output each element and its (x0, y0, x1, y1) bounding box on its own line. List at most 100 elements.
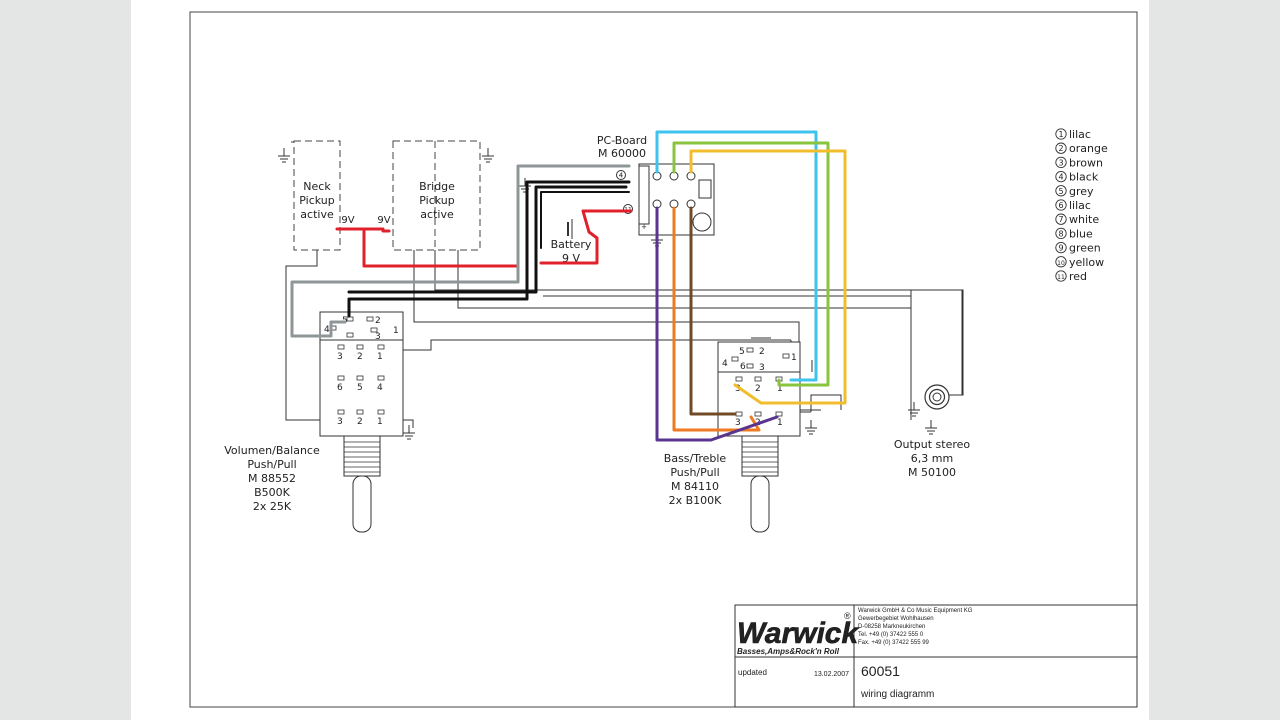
legend-color-name: red (1069, 270, 1087, 283)
tone-pot-label-3: M 84110 (671, 480, 719, 493)
vol-pot-label-1: Volumen/Balance (224, 444, 320, 457)
vol-pot-label-4: B500K (254, 486, 291, 499)
legend-number: 6 (1058, 201, 1063, 210)
legend-number: 11 (1057, 274, 1065, 281)
vol-pin-mid-5: 5 (357, 383, 363, 393)
legend-color-name: black (1069, 171, 1099, 184)
neck-pickup-label-3: active (300, 208, 334, 221)
jack-label-2: 6,3 mm (911, 452, 953, 465)
tone-pin-2: 2 (759, 347, 765, 357)
company-name: Warwick GmbH & Co Music Equipment KG (858, 608, 973, 614)
tone-pin-5: 5 (739, 347, 745, 357)
trademark-symbol: ® (844, 611, 851, 621)
vol-pin-bot-3: 3 (337, 417, 343, 427)
vol-pin-mid-6: 6 (337, 383, 343, 393)
tone-pin-3: 3 (759, 363, 765, 373)
legend-color-name: white (1069, 213, 1099, 226)
vol-pin-mid-1: 1 (377, 352, 383, 362)
tone-pot-label-4: 2x B100K (669, 494, 723, 507)
red-wire (335, 209, 633, 268)
legend-number: 8 (1058, 229, 1063, 238)
vol-pin-mid-2: 2 (357, 352, 363, 362)
black-wire (347, 180, 631, 318)
output-jack: Output stereo 6,3 mm M 50100 (894, 384, 971, 479)
tone-pin-mid-3: 3 (735, 384, 741, 394)
svg-text:+: + (641, 223, 647, 231)
legend-number: 5 (1058, 187, 1063, 196)
legend-item: 5 grey (1055, 185, 1094, 198)
legend-color-name: orange (1069, 142, 1108, 155)
drawing-frame (189, 11, 1138, 708)
tone-pin-bot-3: 3 (735, 418, 741, 428)
legend-item: 7 white (1055, 213, 1099, 226)
tone-pot-label-2: Push/Pull (670, 466, 719, 479)
neck-pickup-label-1: Neck (303, 180, 331, 193)
tone-pin-4: 4 (722, 359, 728, 369)
legend-item: 6 lilac (1055, 199, 1091, 212)
vol-pin-4: 4 (324, 325, 330, 335)
legend-item: 8 blue (1055, 227, 1093, 240)
neck-pickup-label-2: Pickup (299, 194, 334, 207)
company-address-1: Gewerbegebiet Wohlhausen (858, 616, 934, 622)
bridge-pickup: Bridge Pickup active (392, 140, 481, 251)
vol-pot-label-2: Push/Pull (247, 458, 296, 471)
company-address-2: D-08258 Markneukirchen (858, 624, 925, 630)
vol-pin-1: 1 (393, 326, 399, 336)
tone-pin-mid-2: 2 (755, 384, 761, 394)
legend-color-name: grey (1069, 185, 1094, 198)
legend-item: 10 yellow (1055, 256, 1104, 269)
tone-pin-bot-1: 1 (777, 418, 783, 428)
volume-pot: 5 2 4 1 3 3 2 1 6 5 4 3 2 1 Volumen/Bala… (224, 311, 404, 533)
legend-color-name: blue (1069, 227, 1093, 240)
updated-date: 13.02.2007 (814, 671, 849, 678)
neck-pickup: Neck Pickup active (291, 140, 341, 251)
company-fax: Fax. +49 (0) 37422 555 99 (858, 640, 930, 646)
legend-number: 9 (1058, 244, 1063, 253)
battery: Battery 9 V (551, 219, 592, 265)
vol-pin-3: 3 (375, 332, 381, 342)
pc-board-label-1: PC-Board (597, 134, 647, 147)
brown-wire (689, 206, 737, 416)
legend-color-name: yellow (1069, 256, 1104, 269)
warwick-logo: Warwick (737, 617, 859, 650)
tone-pin-mid-1: 1 (777, 384, 783, 394)
vol-pin-mid-3: 3 (337, 352, 343, 362)
vol-pot-label-5: 2x 25K (253, 500, 292, 513)
yellow-wire (689, 149, 847, 405)
legend-number: 10 (1057, 260, 1065, 267)
legend-number: 2 (1058, 144, 1063, 153)
green-wire (672, 141, 830, 387)
board-pin-4-label: 4 (619, 172, 624, 180)
bridge-pickup-label-2: Pickup (419, 194, 454, 207)
grey-wire (290, 164, 631, 338)
pc-board-label-2: M 60000 (598, 147, 646, 160)
legend-color-name: lilac (1069, 199, 1091, 212)
jack-label-1: Output stereo (894, 438, 971, 451)
lilac-wire (655, 206, 779, 442)
tone-pot-label-1: Bass/Treble (664, 452, 727, 465)
colored-wires (290, 130, 847, 442)
drawing-number: 60051 (861, 663, 900, 679)
bridge-pickup-label-1: Bridge (419, 180, 455, 193)
pc-board: + PC-Board M 60000 4 11 (597, 134, 715, 236)
legend-color-name: lilac (1069, 128, 1091, 141)
legend-number: 3 (1058, 158, 1063, 167)
vol-pin-2: 2 (375, 316, 381, 326)
tone-pot: 5 2 4 1 6 3 3 2 1 3 2 1 Bass/Treble Push… (664, 341, 801, 533)
neck-voltage-label: 9V (341, 215, 354, 226)
warwick-slogan: Basses,Amps&Rock'n Roll (737, 647, 840, 656)
title-block: Warwick ® Basses,Amps&Rock'n Roll Warwic… (734, 604, 1138, 708)
legend-number: 1 (1058, 130, 1063, 139)
tone-pin-6: 6 (740, 362, 746, 372)
blue-wire (655, 130, 818, 382)
legend-number: 7 (1058, 215, 1063, 224)
legend-item: 11 red (1055, 270, 1087, 283)
black2-wire (540, 191, 630, 249)
drawing-sheet: Neck Pickup active Bridge Pickup active … (131, 0, 1149, 720)
vol-pot-label-3: M 88552 (248, 472, 296, 485)
updated-label: updated (738, 668, 767, 677)
